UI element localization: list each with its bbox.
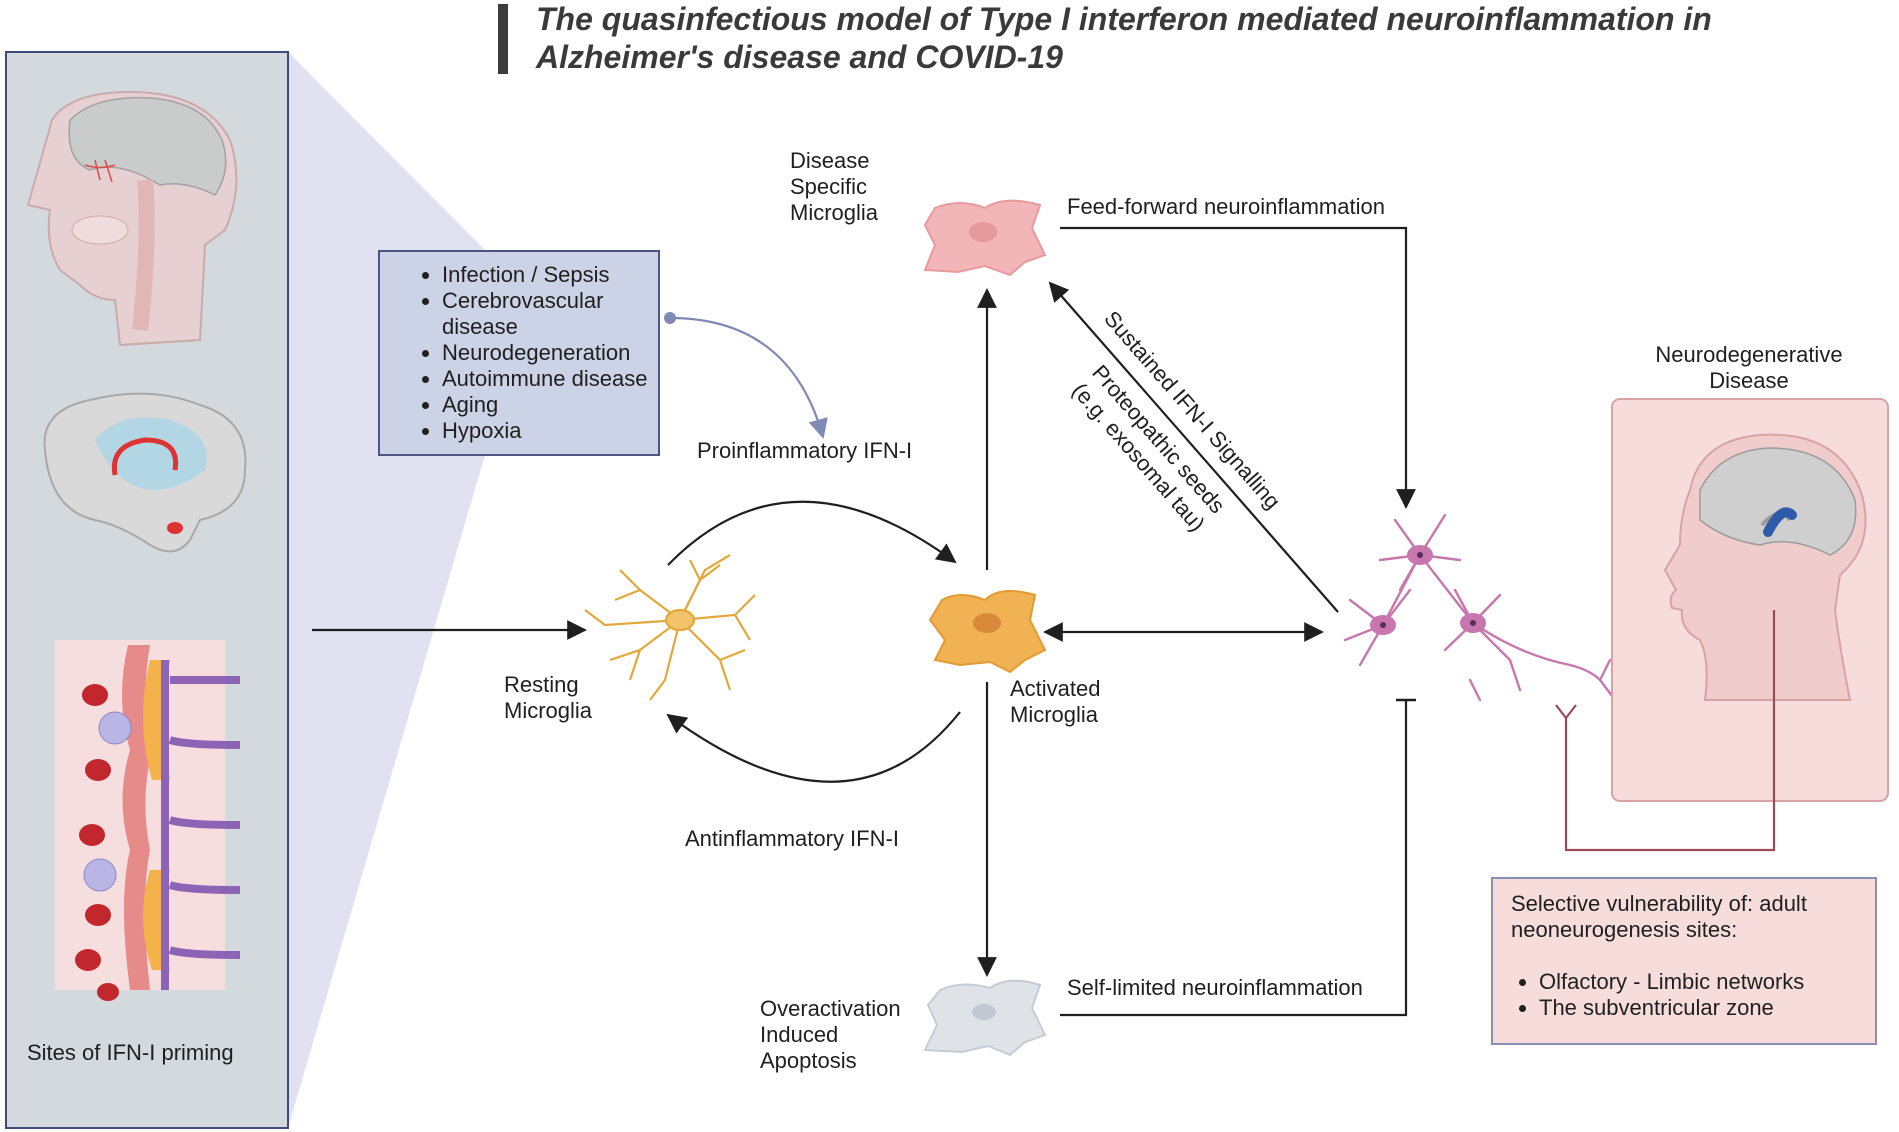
cause-item: Aging	[442, 392, 658, 418]
priming-caption: Sites of IFN-I priming	[27, 1040, 234, 1065]
sustained-signalling-arrow	[1048, 281, 1339, 613]
disease-specific-microglia-label: Disease Specific Microglia	[790, 148, 879, 225]
title-accent-bar	[498, 4, 508, 74]
causes-box: Infection / Sepsis Cerebrovascular disea…	[378, 250, 660, 456]
antiinflammatory-label: Antinflammatory IFN-I	[685, 826, 899, 851]
cause-item: Cerebrovascular disease	[442, 288, 658, 340]
vulnerability-box: Selective vulnerability of: adult neoneu…	[1491, 877, 1877, 1045]
cause-item: Infection / Sepsis	[442, 262, 658, 288]
vulnerability-intro: Selective vulnerability of: adult neoneu…	[1511, 891, 1807, 942]
cause-item: Neurodegeneration	[442, 340, 658, 366]
apoptosis-label: Overactivation Induced Apoptosis	[760, 996, 901, 1073]
causes-list: Infection / Sepsis Cerebrovascular disea…	[380, 262, 658, 444]
cause-item: Hypoxia	[442, 418, 658, 444]
feed-forward-label: Feed-forward neuroinflammation	[1067, 194, 1385, 219]
activated-microglia-label: Activated Microglia	[1010, 676, 1101, 727]
resting-microglia-cell	[584, 554, 756, 701]
antiinflammatory-arc	[666, 711, 961, 783]
neuron-cluster	[1343, 513, 1617, 702]
cause-item: Autoimmune disease	[442, 366, 658, 392]
self-limited-label: Self-limited neuroinflammation	[1067, 975, 1363, 1000]
causes-connector-dot	[664, 312, 676, 324]
vulnerability-item: The subventricular zone	[1539, 995, 1859, 1021]
feed-forward-line	[1060, 226, 1416, 509]
head-sagittal-nasal-icon	[26, 90, 238, 347]
vulnerability-item: Olfactory - Limbic networks	[1539, 969, 1859, 995]
vulnerability-list: Olfactory - Limbic networks The subventr…	[1511, 969, 1859, 1021]
resting-microglia-label: Resting Microglia	[504, 672, 593, 723]
neurodegenerative-disease-label: Neurodegenerative Disease	[1655, 342, 1843, 393]
apoptotic-microglia-cell	[923, 979, 1047, 1057]
vulnerability-connector-fork	[1555, 704, 1577, 720]
priming-funnel	[288, 52, 485, 1128]
blood-brain-barrier-icon	[55, 640, 241, 1001]
proinflammatory-label: Proinflammatory IFN-I	[697, 438, 913, 463]
causes-connector	[669, 316, 828, 439]
title-line-2: Alzheimer's disease and COVID-19	[536, 39, 1063, 75]
title-line-1: The quasinfectious model of Type I inter…	[536, 1, 1712, 37]
page-title: The quasinfectious model of Type I inter…	[536, 0, 1836, 76]
head-profile-icon	[1663, 433, 1867, 701]
vulnerability-connector	[1564, 610, 1776, 852]
disease-specific-microglia-cell	[923, 199, 1047, 277]
self-limited-line	[1060, 700, 1408, 1017]
activated-microglia-cell	[928, 590, 1047, 674]
proinflammatory-arc	[667, 500, 957, 566]
brain-limbic-icon	[43, 392, 247, 553]
